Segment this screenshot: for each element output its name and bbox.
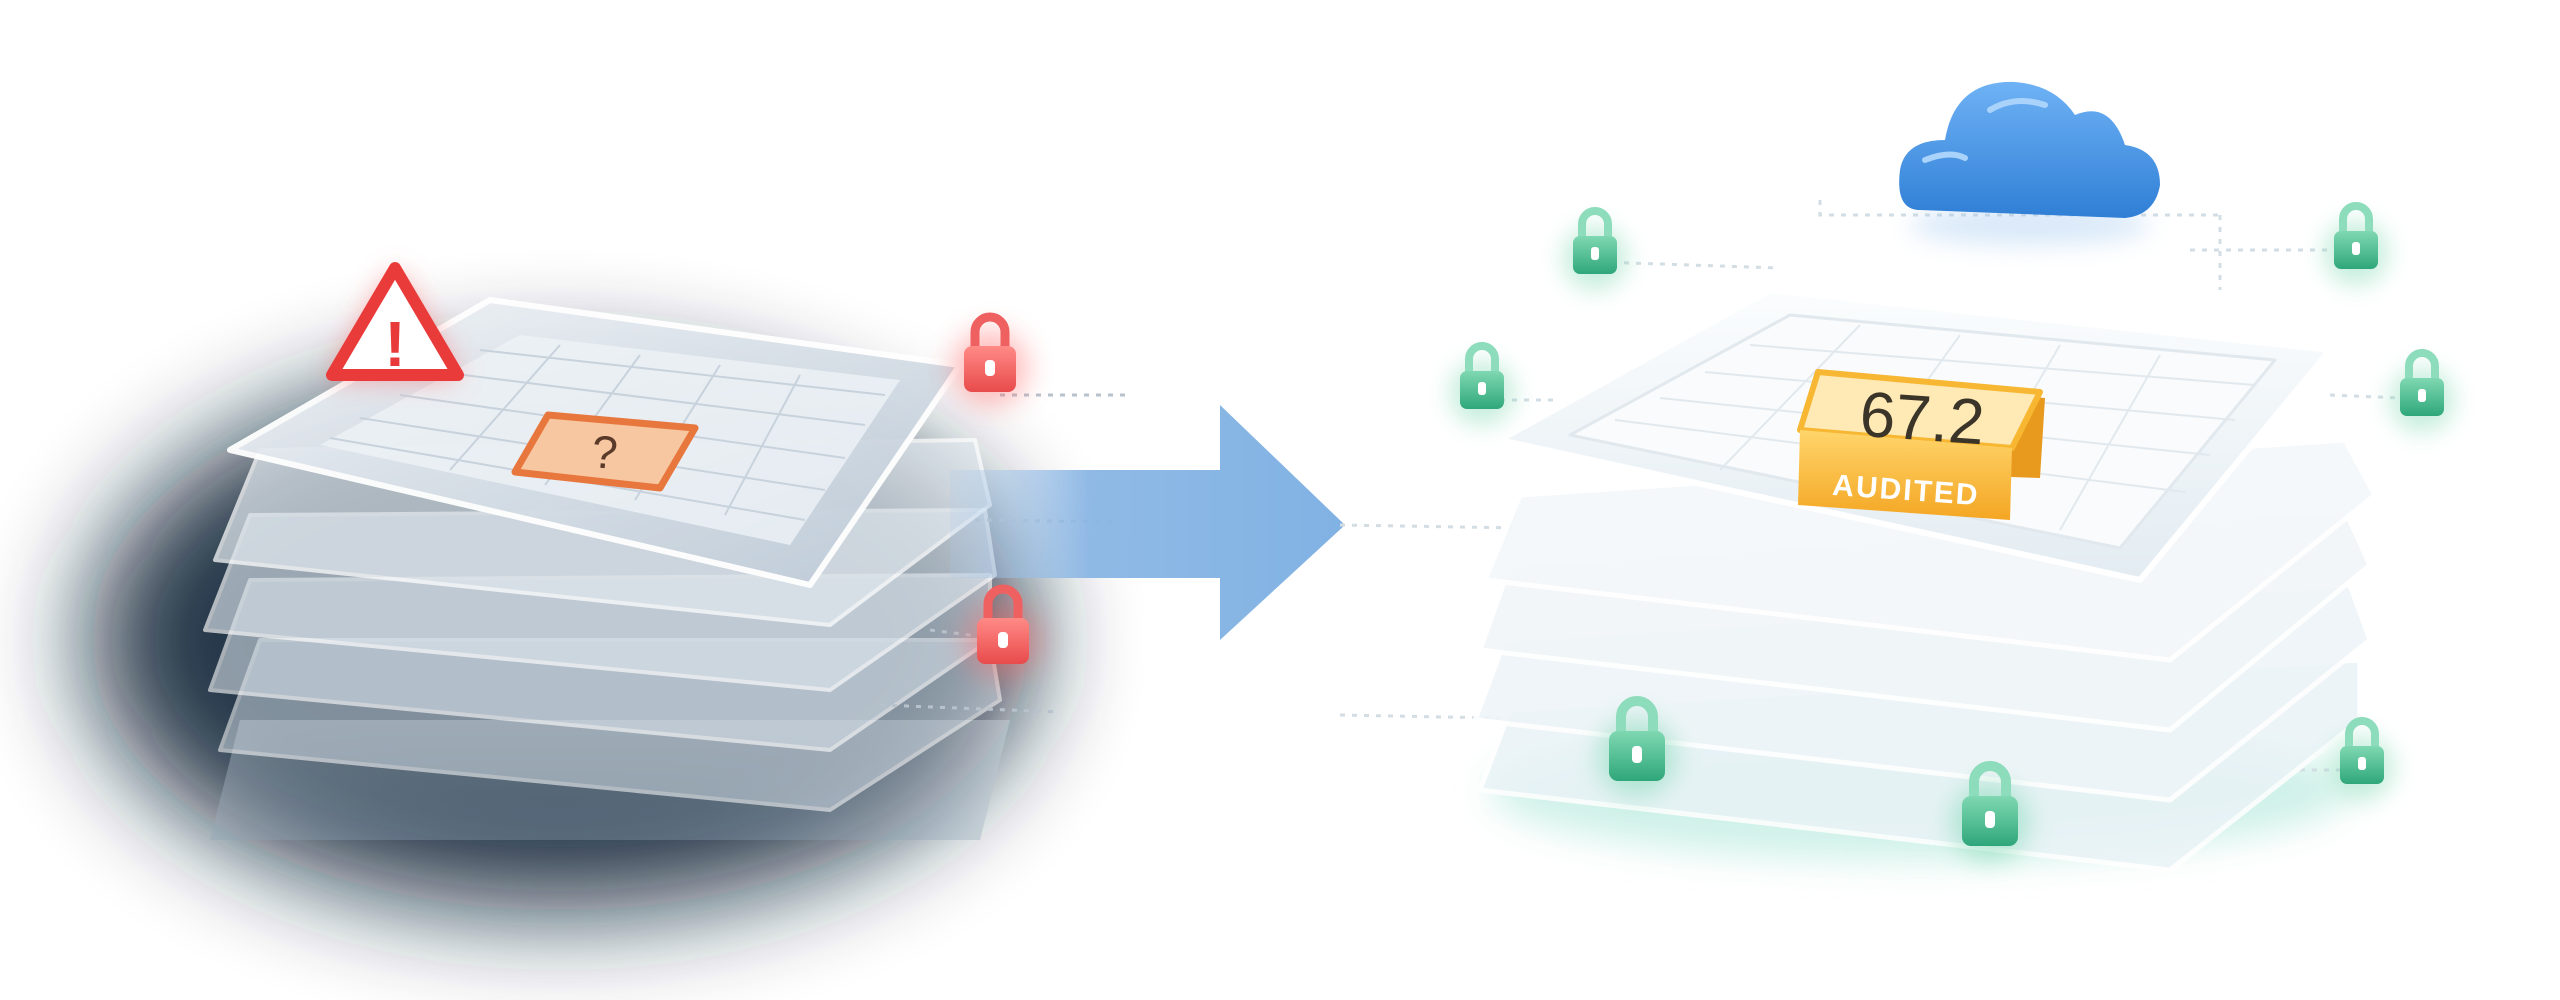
lock-icon	[965, 584, 1041, 678]
lock-icon	[952, 312, 1028, 406]
warning-icon: !	[326, 262, 464, 381]
lock-icon	[1597, 696, 1677, 797]
lock-icon	[2390, 349, 2454, 432]
lock-icon	[1563, 207, 1627, 290]
warning-glyph: !	[384, 308, 405, 380]
unknown-value-badge: ?	[511, 411, 699, 492]
lock-icon	[1950, 761, 2030, 862]
audited-value-text: 67.2	[1857, 378, 1986, 459]
lock-icon	[1450, 342, 1514, 425]
lock-icon	[2324, 202, 2388, 285]
audited-value-badge: 67.2 AUDITED	[1797, 369, 2045, 520]
lock-icon	[2330, 717, 2394, 800]
right-stack: 67.2 AUDITED	[1339, 81, 2454, 873]
cloud-icon	[1899, 81, 2160, 245]
left-stack: ? !	[90, 262, 1130, 910]
arrow-right-icon	[950, 405, 1345, 640]
unknown-value-text: ?	[590, 425, 620, 479]
